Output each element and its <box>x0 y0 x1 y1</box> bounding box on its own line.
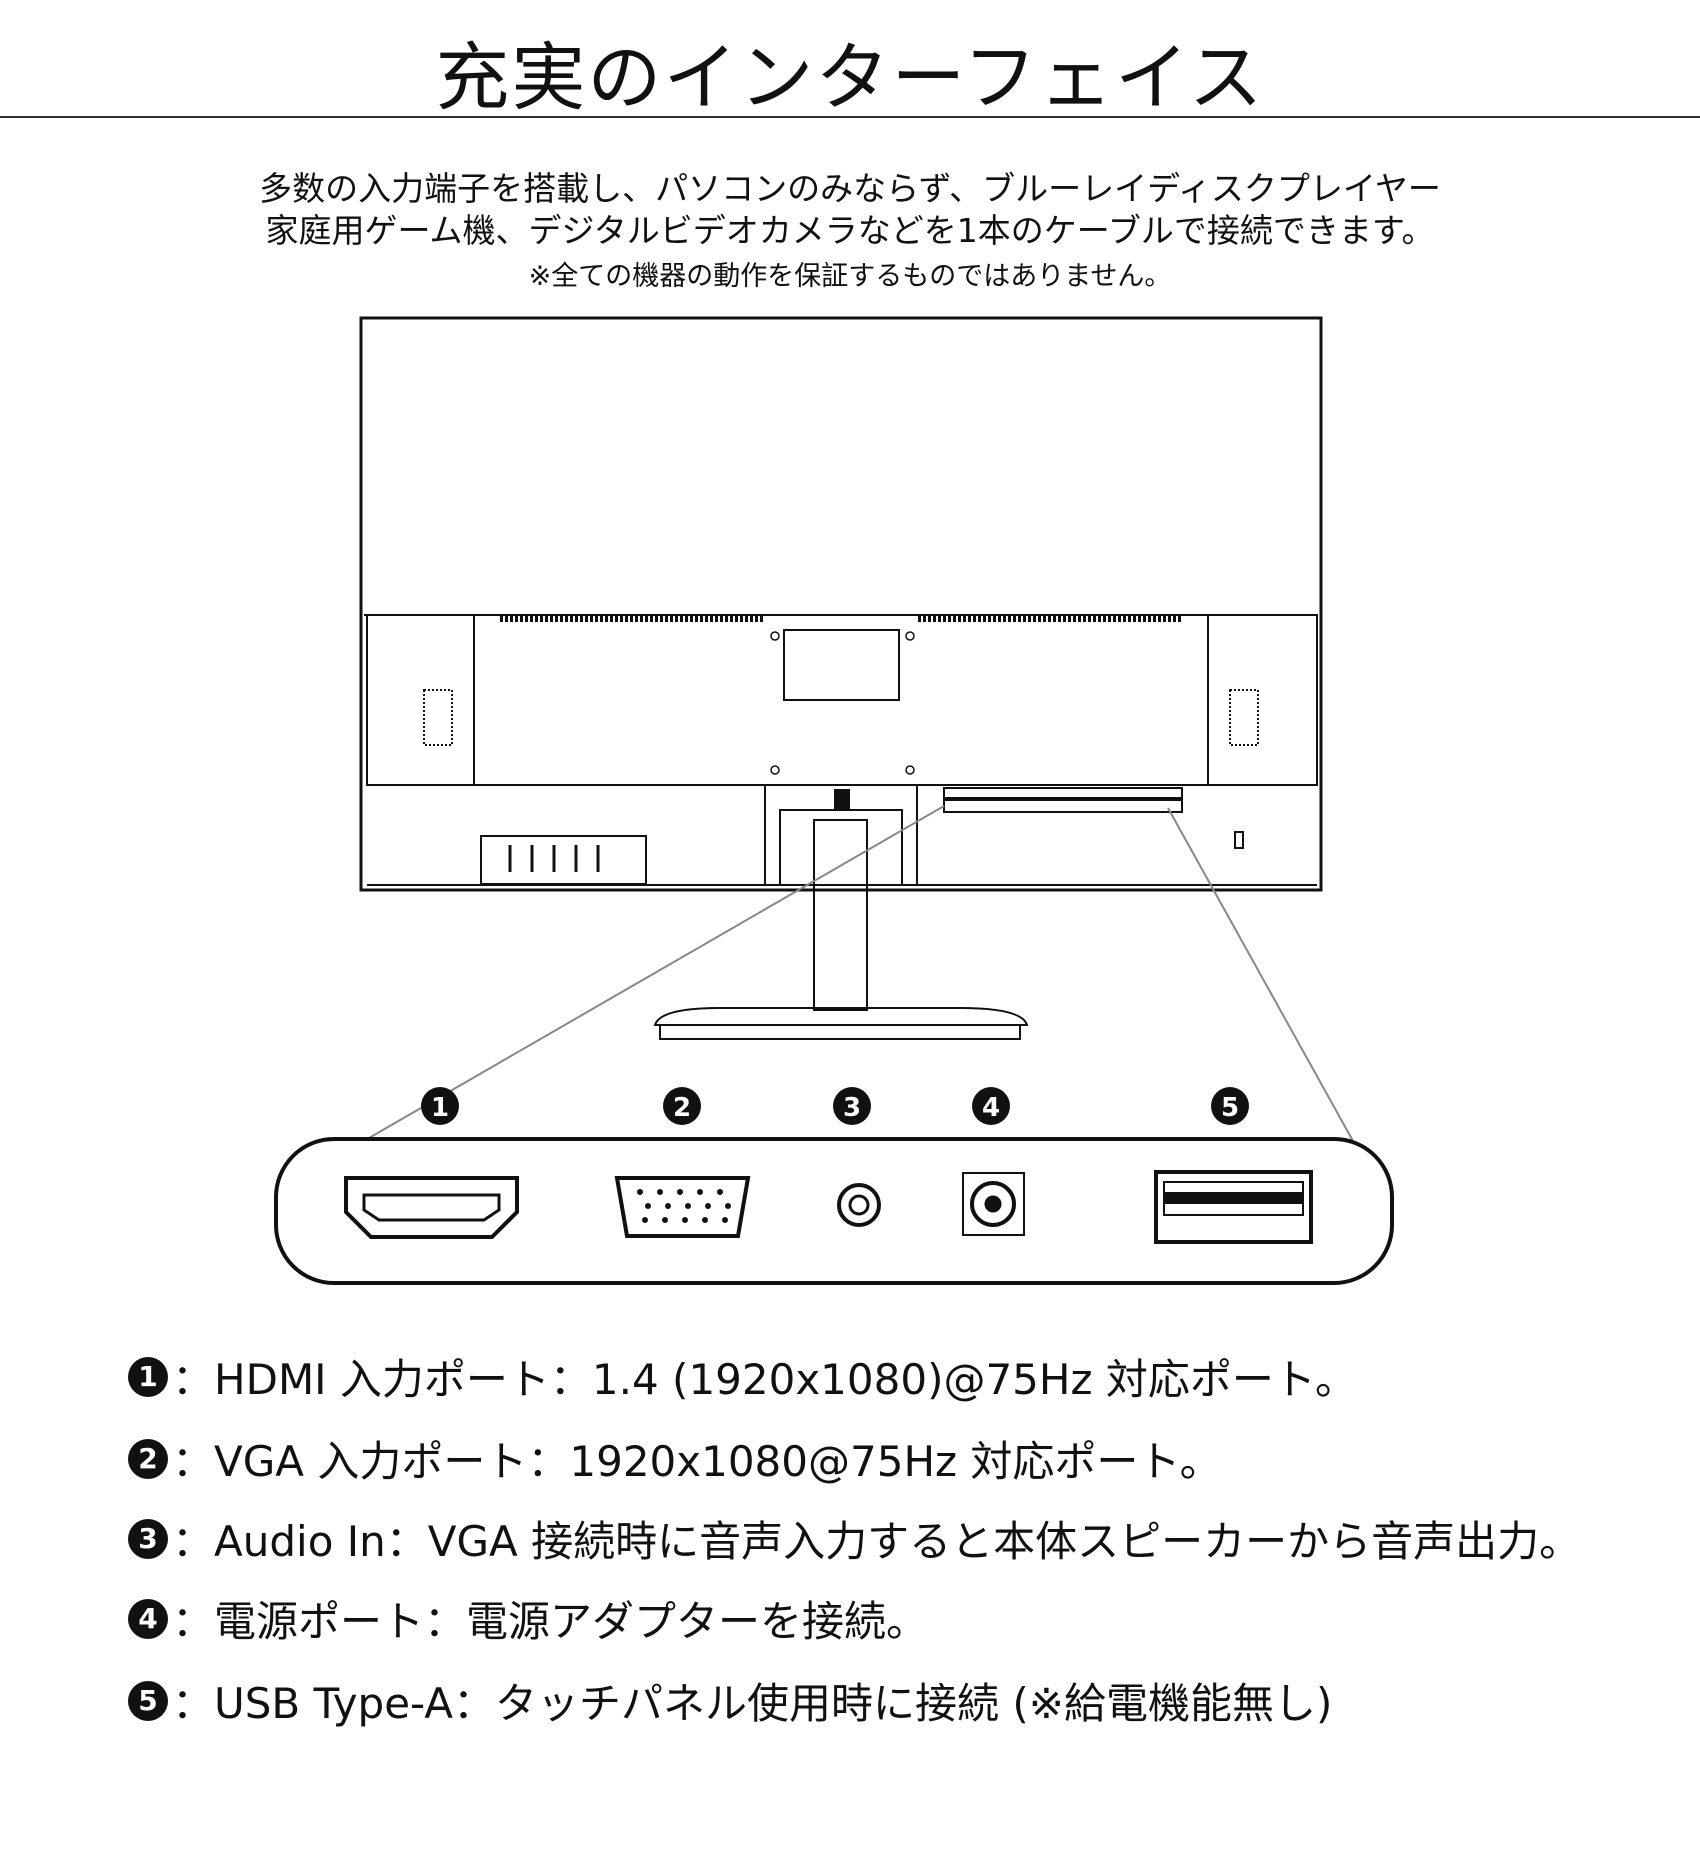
spec-text: HDMI 入力ポート：1.4 (1920x1080)@75Hz 対応ポート。 <box>214 1355 1358 1404</box>
spec-item-usb: 5 ： USB Type-A：タッチパネル使用時に接続 (※給電機能無し) <box>128 1670 1332 1731</box>
callout-lines <box>368 805 1354 1142</box>
hdmi-port-icon <box>344 1176 519 1239</box>
spec-text: 電源ポート：電源アダプターを接続。 <box>214 1597 929 1646</box>
callout-1: 1 <box>431 1093 449 1123</box>
callout-3: 3 <box>843 1093 861 1123</box>
osd-buttons <box>480 835 647 885</box>
spec-item-power: 4 ： 電源ポート：電源アダプターを接続。 <box>128 1588 928 1649</box>
number-badge: 5 <box>128 1680 168 1721</box>
spec-text: VGA 入力ポート：1920x1080@75Hz 対応ポート。 <box>214 1437 1222 1486</box>
dc-power-port-icon <box>962 1172 1025 1236</box>
separator: ： <box>172 1679 215 1728</box>
number-badge: 4 <box>128 1598 168 1639</box>
spec-text: USB Type-A：タッチパネル使用時に接続 (※給電機能無し) <box>214 1679 1333 1728</box>
number-badge: 2 <box>128 1438 168 1479</box>
description-line: 家庭用ゲーム機、デジタルビデオカメラなどを1本のケーブルで接続できます。 <box>265 211 1435 250</box>
separator: ： <box>172 1437 215 1486</box>
callout-2: 2 <box>673 1093 691 1123</box>
separator: ： <box>172 1517 215 1566</box>
spec-item-vga: 2 ： VGA 入力ポート：1920x1080@75Hz 対応ポート。 <box>128 1428 1222 1489</box>
separator: ： <box>172 1355 215 1404</box>
title-divider <box>0 116 1700 118</box>
callout-5: 5 <box>1221 1093 1239 1123</box>
monitor-rear-diagram: 1 2 3 4 5 <box>274 316 1394 1285</box>
callout-numbers: 1 2 3 4 5 <box>421 1087 1249 1125</box>
spec-item-hdmi: 1 ： HDMI 入力ポート：1.4 (1920x1080)@75Hz 対応ポー… <box>128 1346 1357 1407</box>
port-strip <box>943 787 1183 813</box>
description-line: 多数の入力端子を搭載し、パソコンのみならず、ブルーレイディスクプレイヤー <box>259 169 1441 208</box>
spec-text: Audio In：VGA 接続時に音声入力すると本体スピーカーから音声出力。 <box>214 1517 1582 1566</box>
callout-4: 4 <box>982 1093 1000 1123</box>
kensington-lock-icon <box>1234 831 1244 849</box>
disclaimer-note: ※全ての機器の動作を保証するものではありません。 <box>528 261 1172 292</box>
port-panel <box>274 1137 1394 1285</box>
page-title: 充実のインターフェイス <box>435 35 1265 121</box>
audio-in-jack-icon <box>837 1183 881 1227</box>
separator: ： <box>172 1597 215 1646</box>
speaker-grille-icon <box>423 689 1259 746</box>
stand <box>653 784 1029 1040</box>
number-badge: 3 <box>128 1518 168 1559</box>
vga-port-icon <box>614 1176 751 1238</box>
number-badge: 1 <box>128 1356 168 1397</box>
spec-item-audio: 3 ： Audio In：VGA 接続時に音声入力すると本体スピーカーから音声出… <box>128 1508 1581 1569</box>
usb-type-a-port-icon <box>1154 1170 1313 1244</box>
